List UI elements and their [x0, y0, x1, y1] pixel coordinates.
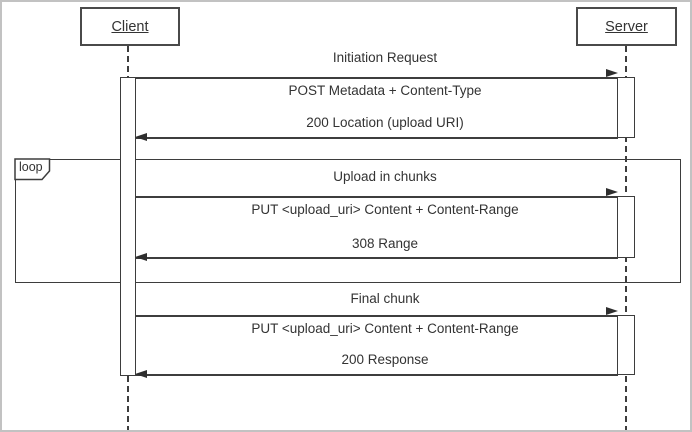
server-activation-bar-2	[617, 196, 635, 258]
message-title: Upload in chunks	[333, 169, 437, 184]
server-actor-box: Server	[576, 7, 677, 46]
message-title: Final chunk	[350, 291, 420, 306]
client-actor-label: Client	[111, 18, 149, 35]
request-line	[135, 196, 618, 198]
arrowhead-right-icon	[606, 69, 618, 77]
request-label: POST Metadata + Content-Type	[288, 83, 482, 98]
server-activation-bar-3	[617, 315, 635, 375]
arrowhead-left-icon	[135, 370, 147, 378]
loop-pentagon-icon	[14, 158, 51, 181]
arrowhead-right-icon	[606, 188, 618, 196]
client-activation-bar	[120, 77, 136, 376]
response-label: 200 Response	[341, 352, 429, 367]
server-actor-label: Server	[605, 18, 648, 35]
arrowhead-left-icon	[135, 133, 147, 141]
client-actor-box: Client	[80, 7, 180, 46]
response-line	[135, 137, 618, 139]
response-line	[135, 257, 618, 259]
response-label: 200 Location (upload URI)	[306, 115, 464, 130]
request-line	[135, 315, 618, 317]
arrowhead-left-icon	[135, 253, 147, 261]
server-activation-bar-1	[617, 77, 635, 138]
loop-label: loop	[19, 160, 43, 174]
request-label: PUT <upload_uri> Content + Content-Range	[251, 202, 519, 217]
message-title: Initiation Request	[332, 50, 438, 65]
response-label: 308 Range	[351, 236, 419, 251]
response-line	[135, 374, 618, 376]
loop-fragment	[15, 159, 681, 283]
request-label: PUT <upload_uri> Content + Content-Range	[251, 321, 519, 336]
arrowhead-right-icon	[606, 307, 618, 315]
request-line	[135, 77, 618, 79]
